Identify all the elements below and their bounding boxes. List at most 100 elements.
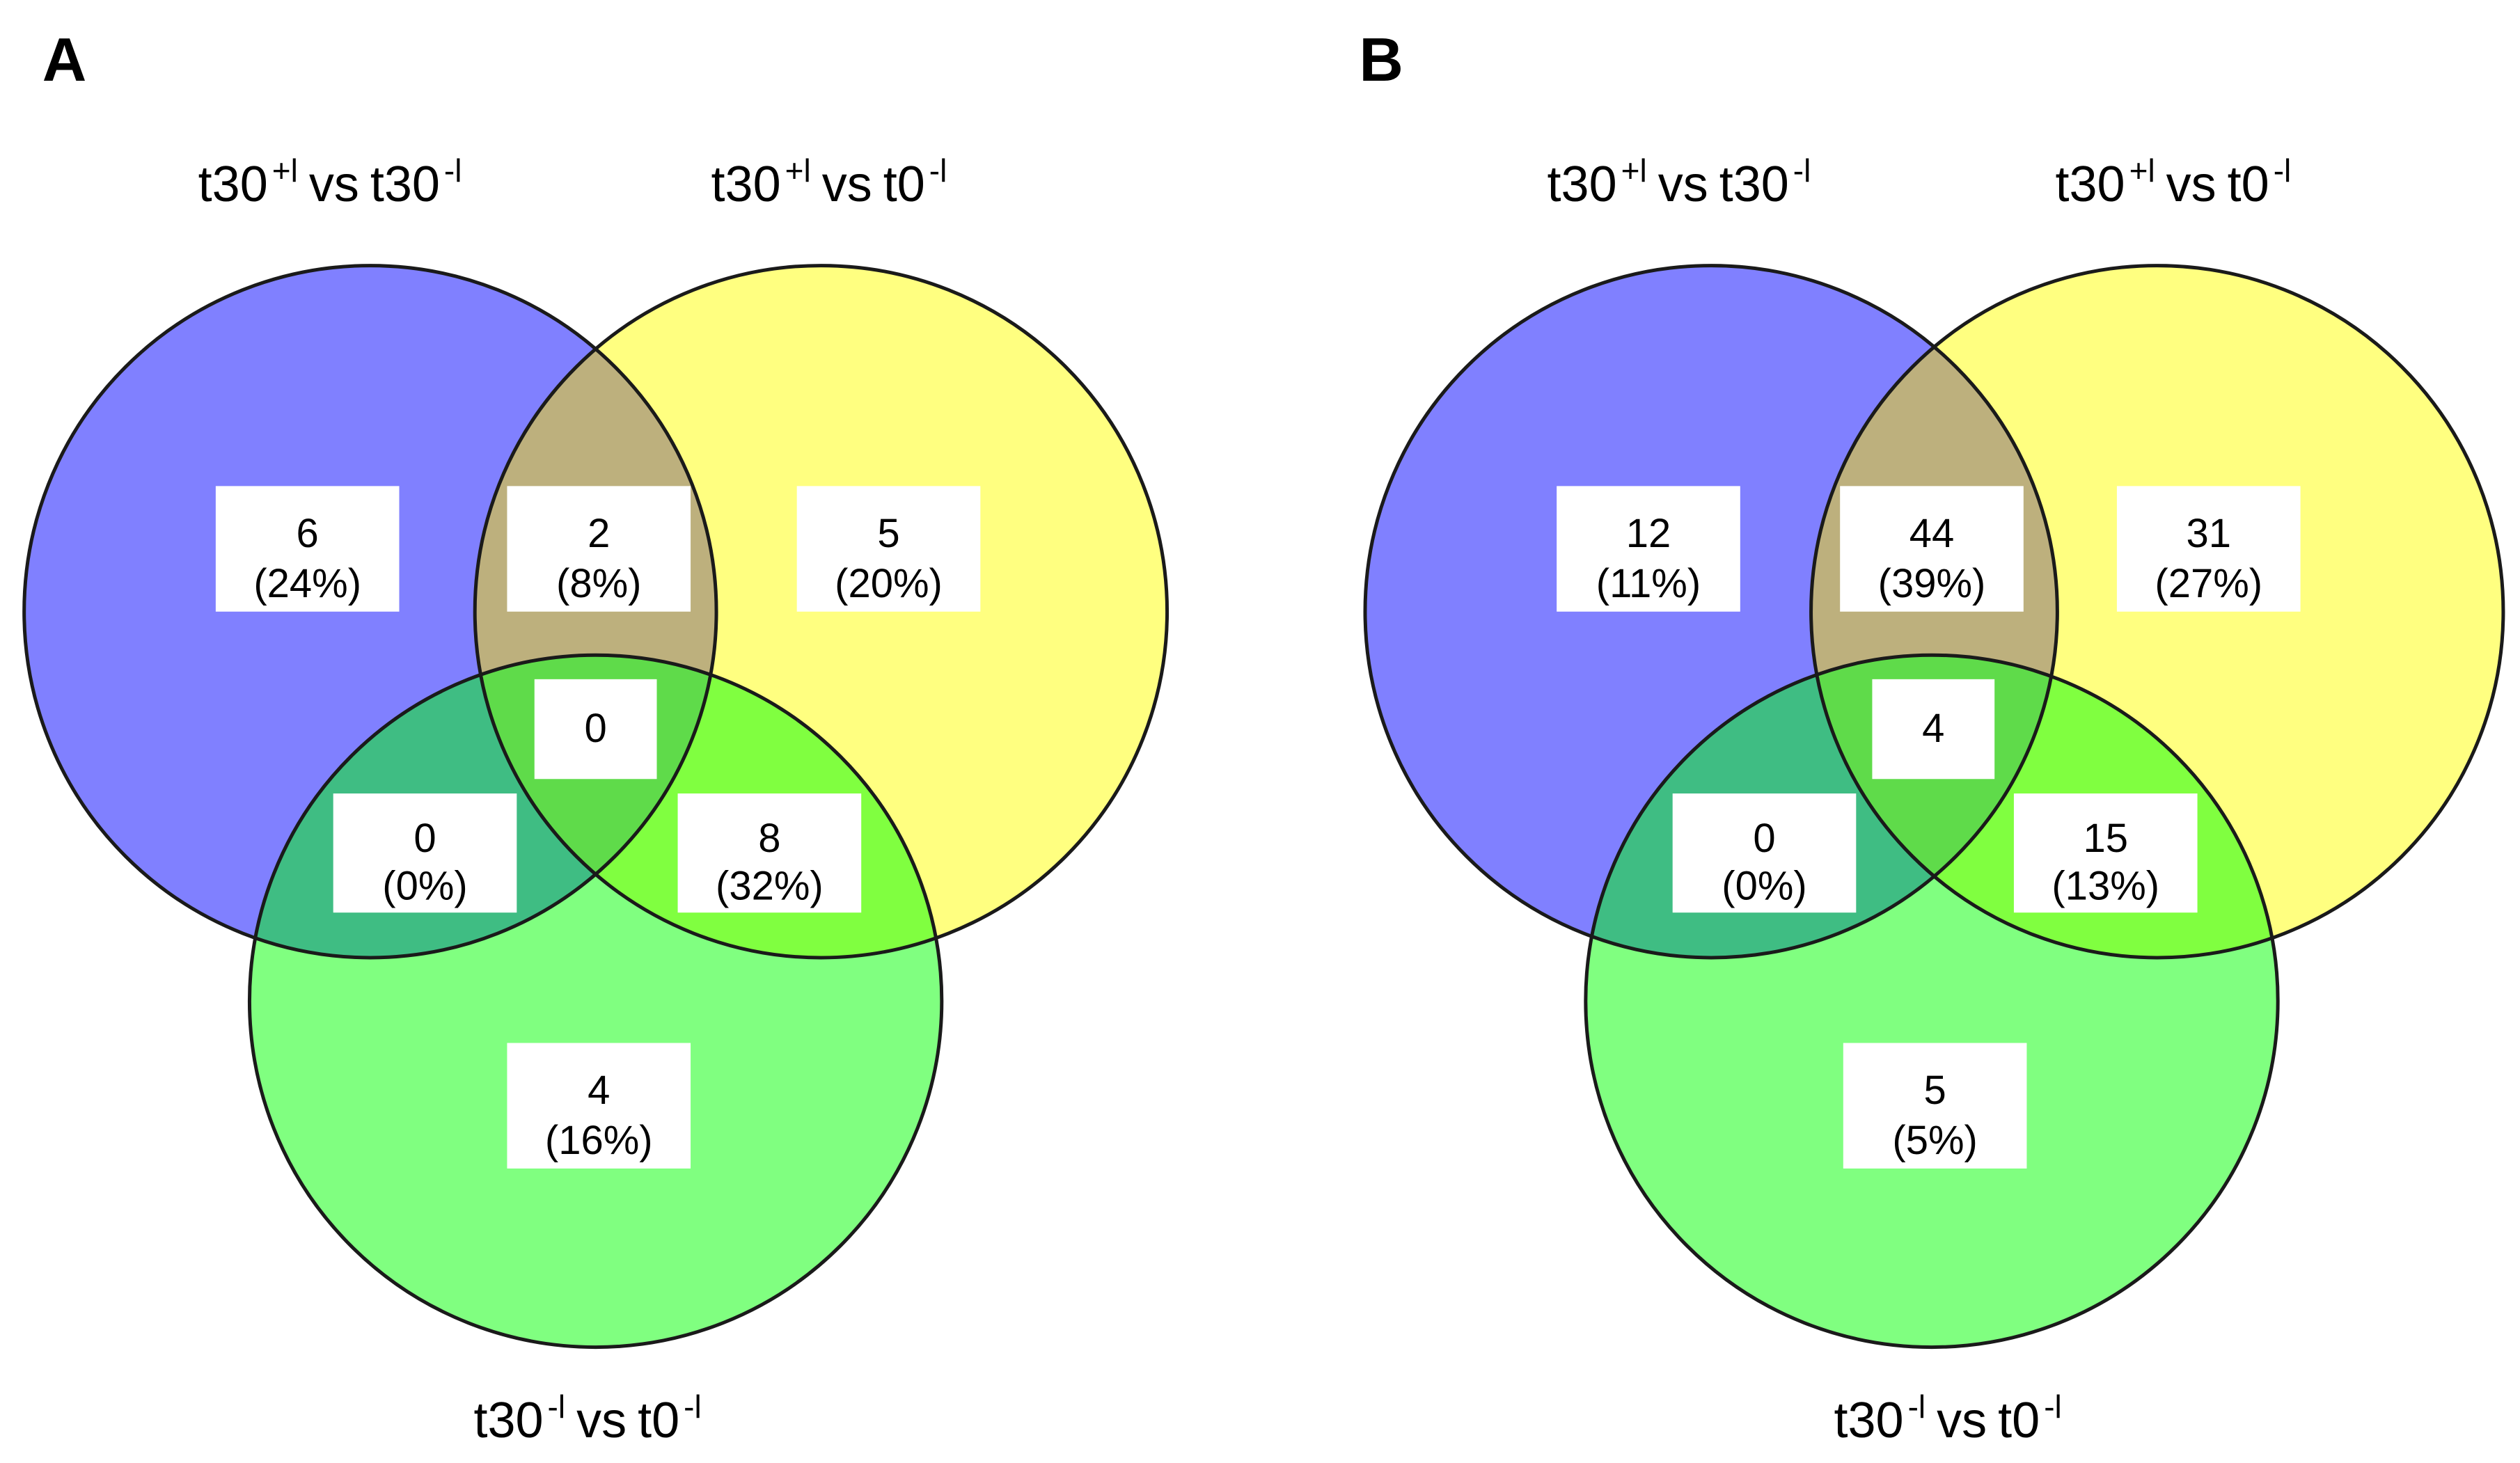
region-left-right: 2 (8%): [507, 486, 691, 612]
region-percent: (24%): [253, 561, 361, 606]
label-base1: t30: [2055, 157, 2125, 212]
region-box: [1557, 486, 1740, 612]
region-count: 0: [414, 816, 436, 861]
circle-outline-right: [473, 264, 1170, 960]
region-percent: (5%): [1892, 1118, 1977, 1163]
region-percent: (11%): [1596, 561, 1701, 606]
region-center: 4: [1872, 679, 1995, 780]
region-count: 12: [1626, 511, 1671, 556]
region-count: 44: [1909, 511, 1955, 556]
region-center: 0: [534, 679, 657, 780]
label-mid: vs: [576, 1393, 627, 1448]
region-left-only: 6 (24%): [215, 486, 400, 612]
region-right-bottom: 8(32%): [677, 793, 862, 913]
label-mid: vs: [1658, 157, 1708, 212]
region-percent: (32%): [716, 863, 824, 908]
label-base2: t30: [1719, 157, 1789, 212]
label-mid: vs: [822, 157, 872, 212]
label-base2: t0: [2228, 157, 2269, 212]
region-count: 4: [588, 1068, 610, 1113]
region-right-only: 5 (20%): [796, 486, 981, 612]
label-sup1: +l: [785, 152, 811, 189]
region-box: [796, 486, 981, 612]
region-right-bottom: 15(13%): [2013, 793, 2198, 913]
region-count: 31: [2186, 511, 2231, 556]
region-percent: (8%): [556, 561, 641, 606]
region-percent: (27%): [2155, 561, 2262, 606]
label-base2: t0: [1998, 1393, 2040, 1448]
label-sup2: -l: [684, 1389, 702, 1425]
label-sup2: -l: [444, 152, 462, 189]
circle-outline-bottom: [247, 653, 944, 1350]
label-base1: t30: [198, 157, 268, 212]
region-box: [677, 793, 862, 913]
region-percent: (20%): [835, 561, 943, 606]
circle-outline-right: [1809, 264, 2505, 960]
region-box: [1872, 679, 1995, 780]
region-left-bottom: 0(0%): [333, 793, 517, 913]
panel-letter: B: [1359, 25, 1403, 94]
label-mid: vs: [1937, 1393, 1987, 1448]
region-box: [2116, 486, 2301, 612]
circle-outline-bottom: [1584, 653, 2280, 1350]
label-base2: t30: [370, 157, 440, 212]
label-sup1: +l: [1621, 152, 1647, 189]
region-bottom-only: 5 (5%): [1843, 1043, 2027, 1169]
label-base1: t30: [711, 157, 781, 212]
region-box: [507, 1043, 691, 1169]
region-count: 2: [588, 511, 610, 556]
label-base2: t0: [638, 1393, 679, 1448]
label-sup2: -l: [1793, 152, 1811, 189]
region-box: [1840, 486, 2024, 612]
region-count: 15: [2083, 816, 2128, 861]
region-percent: (16%): [545, 1118, 653, 1163]
region-count: 5: [1923, 1068, 1946, 1113]
circle-outline-left: [1363, 264, 2059, 960]
label-base1: t30: [1834, 1393, 1904, 1448]
region-box: [1843, 1043, 2027, 1169]
region-count: 8: [758, 816, 780, 861]
region-box: [1672, 793, 1857, 913]
region-count: 0: [584, 706, 606, 751]
label-sup2: -l: [929, 152, 947, 189]
region-box: [2013, 793, 2198, 913]
label-sup2: -l: [2044, 1389, 2062, 1425]
label-sup2: -l: [2274, 152, 2292, 189]
region-bottom-only: 4 (16%): [507, 1043, 691, 1169]
region-left-bottom: 0(0%): [1672, 793, 1857, 913]
region-percent: (0%): [1722, 863, 1806, 908]
region-percent: (13%): [2052, 863, 2159, 908]
region-box: [507, 486, 691, 612]
region-box: [534, 679, 657, 780]
region-left-only: 12 (11%): [1557, 486, 1740, 612]
label-sup1: -l: [1908, 1389, 1926, 1425]
circle-outline-left: [22, 264, 718, 960]
panel-letter: A: [42, 25, 87, 94]
label-base1: t30: [473, 1393, 543, 1448]
region-percent: (39%): [1878, 561, 1986, 606]
label-mid: vs: [309, 157, 359, 212]
region-count: 6: [297, 511, 319, 556]
region-left-right: 44 (39%): [1840, 486, 2024, 612]
label-mid: vs: [2166, 157, 2216, 212]
label-sup1: -l: [548, 1389, 566, 1425]
region-count: 5: [877, 511, 899, 556]
region-percent: (0%): [382, 863, 467, 908]
region-box: [333, 793, 517, 913]
label-sup1: +l: [272, 152, 298, 189]
region-box: [215, 486, 400, 612]
region-right-only: 31 (27%): [2116, 486, 2301, 612]
label-sup1: +l: [2129, 152, 2155, 189]
label-base2: t0: [883, 157, 925, 212]
region-count: 0: [1753, 816, 1775, 861]
